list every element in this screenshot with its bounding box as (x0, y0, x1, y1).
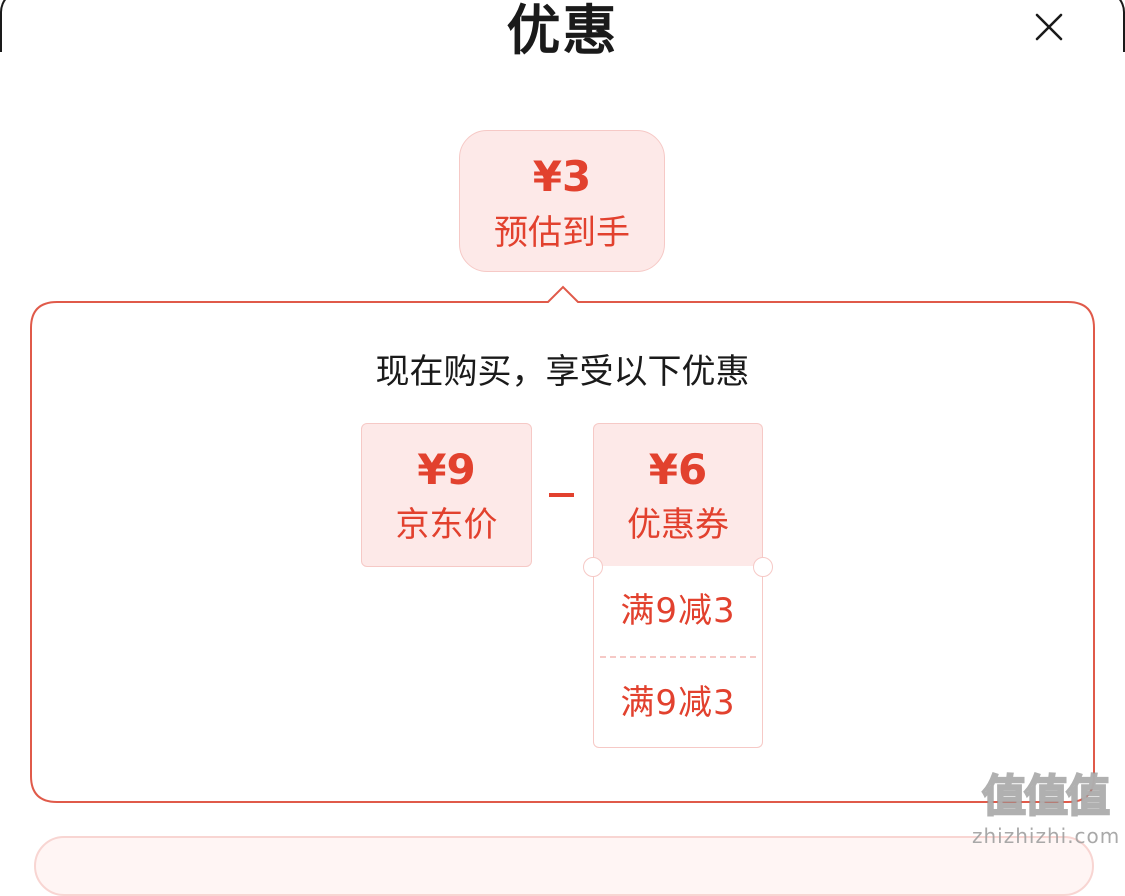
estimated-price-label: 预估到手 (494, 213, 630, 253)
sheet-corner-right (1103, 0, 1125, 52)
close-button[interactable] (1032, 10, 1066, 44)
coupon-detail-divider (600, 656, 756, 658)
breakdown-heading: 现在购买，享受以下优惠 (375, 352, 750, 392)
coupon-details-list: 满9减3 满9减3 (593, 566, 763, 748)
sheet-title: 优惠 (506, 0, 619, 62)
coupon-amount: ¥6 (648, 445, 708, 494)
coupon-label: 优惠券 (627, 505, 729, 545)
jd-price-amount: ¥9 (417, 445, 476, 494)
estimated-price-box: ¥3 预估到手 (459, 130, 665, 272)
coupon-detail-item: 满9减3 (620, 683, 736, 723)
breakdown-panel-border (30, 285, 1095, 803)
sheet-corner-left (0, 0, 22, 52)
jd-price-box: ¥9 京东价 (361, 423, 532, 567)
estimated-price-amount: ¥3 (532, 152, 592, 201)
jd-price-label: 京东价 (395, 505, 498, 545)
close-icon (1035, 13, 1063, 41)
coupon-notch-right (753, 557, 773, 577)
coupon-notch-left (583, 557, 603, 577)
next-card-peek (34, 836, 1094, 896)
coupon-detail-item: 满9减3 (620, 591, 736, 631)
minus-icon (549, 493, 574, 497)
coupon-box: ¥6 优惠券 (593, 423, 763, 567)
